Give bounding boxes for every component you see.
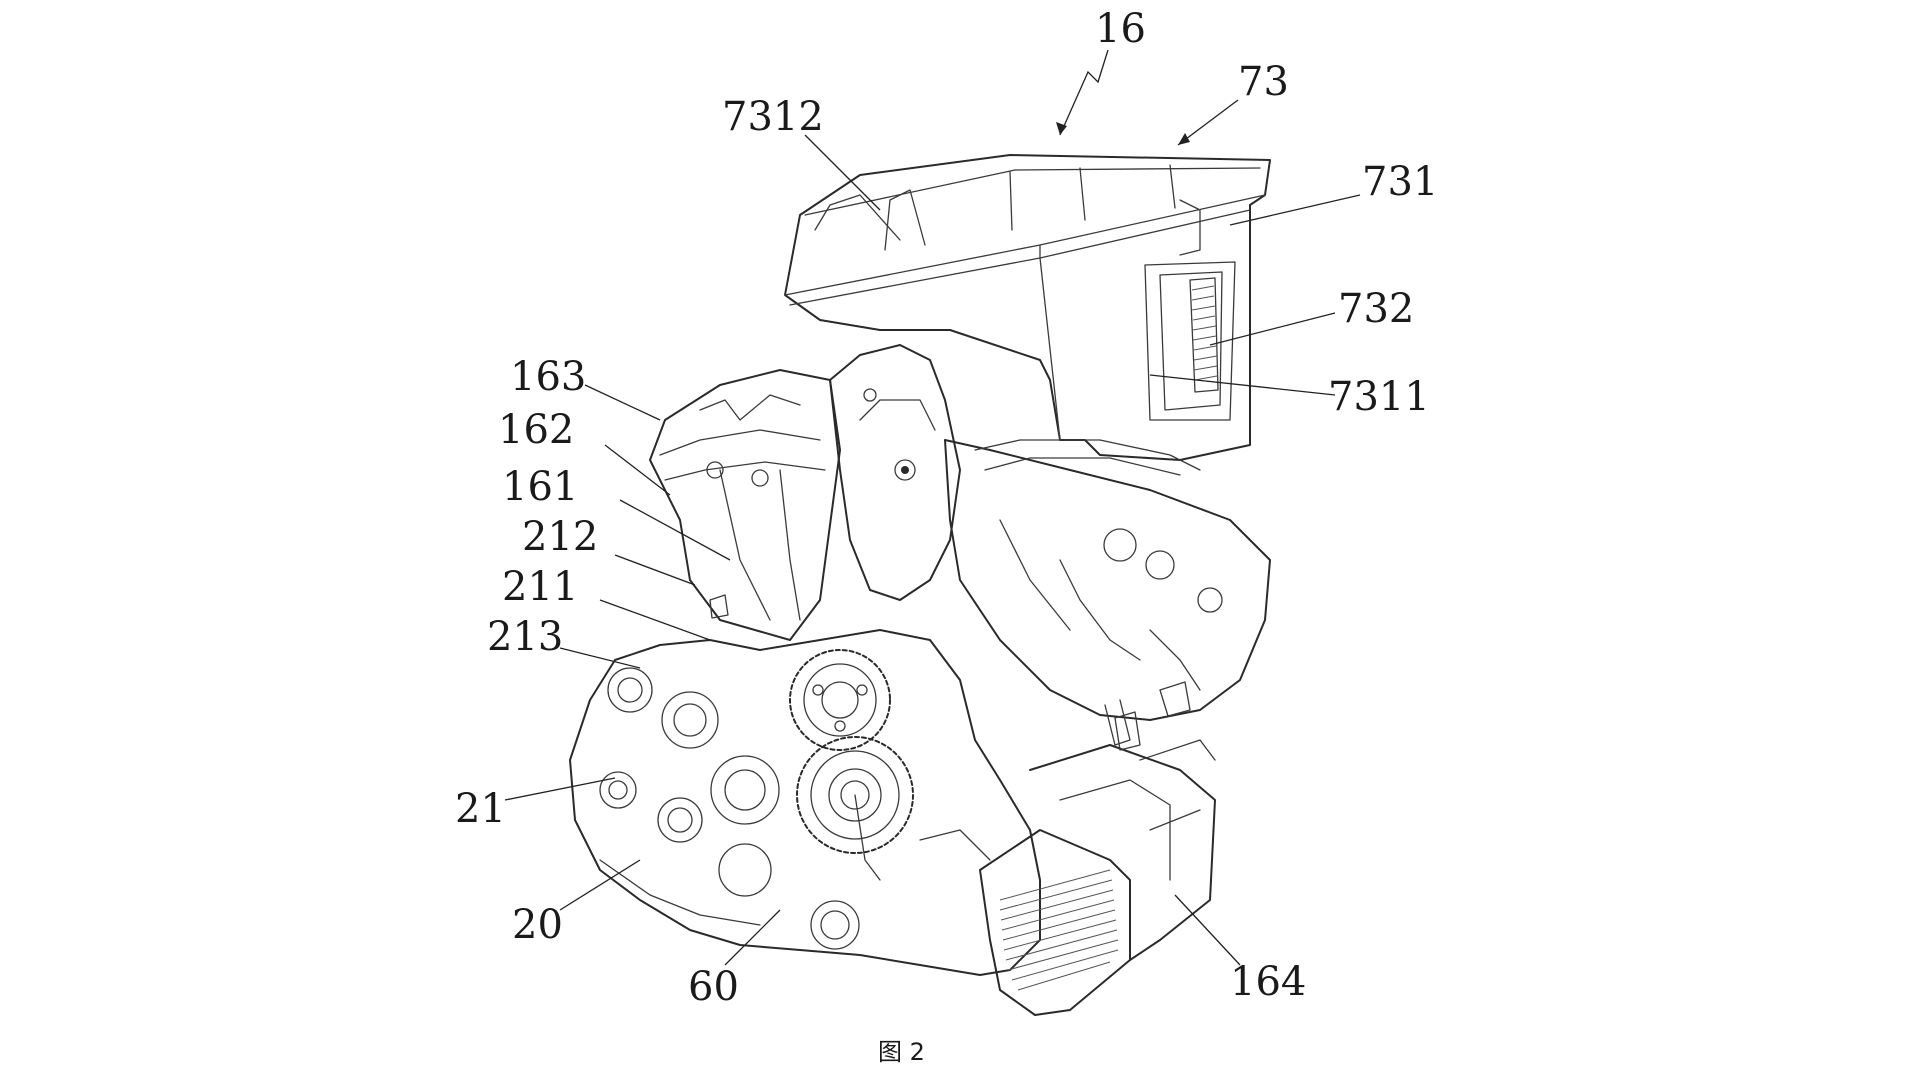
label-211: 211 — [502, 564, 578, 610]
cam-chain-cover — [829, 344, 961, 601]
label-21: 21 — [455, 786, 506, 832]
label-163: 163 — [510, 354, 586, 400]
leader-213 — [559, 647, 641, 669]
rear-cylinder-head — [649, 369, 841, 641]
front-cylinder-head — [944, 439, 1271, 746]
fittings — [709, 594, 1216, 761]
reference-labels: 16 73 7312 731 732 7311 163 162 161 212 … — [455, 6, 1438, 1010]
leader-73 — [1177, 99, 1239, 146]
crankcase — [569, 629, 1041, 976]
leader-211 — [599, 599, 711, 641]
label-731: 731 — [1362, 159, 1438, 205]
leader-164 — [1174, 894, 1241, 966]
airbox-housing — [784, 154, 1271, 461]
label-164: 164 — [1230, 959, 1306, 1005]
label-213: 213 — [487, 614, 563, 660]
label-60: 60 — [688, 964, 739, 1010]
filter-element — [1189, 277, 1219, 393]
arrow-16 — [1056, 122, 1067, 135]
leader-20 — [559, 859, 641, 911]
figure-caption: 图 2 — [878, 1038, 925, 1066]
leader-212 — [614, 554, 696, 586]
leader-7312 — [804, 134, 881, 211]
label-732: 732 — [1338, 286, 1414, 332]
label-20: 20 — [512, 902, 563, 948]
label-212: 212 — [522, 514, 598, 560]
leader-7311 — [1149, 374, 1336, 396]
leader-163 — [584, 384, 661, 421]
idle-gear — [789, 649, 891, 751]
leader-60 — [724, 909, 781, 966]
label-16: 16 — [1095, 6, 1146, 52]
label-73: 73 — [1238, 59, 1289, 105]
oil-cooler — [979, 744, 1216, 1016]
crank-gear — [796, 736, 914, 881]
leader-21 — [504, 777, 616, 801]
label-162: 162 — [498, 407, 574, 453]
label-7311: 7311 — [1328, 374, 1430, 420]
leader-162 — [604, 444, 671, 496]
label-7312: 7312 — [722, 94, 824, 140]
leader-lines — [504, 49, 1361, 966]
arrow-73 — [1178, 133, 1190, 145]
leader-732 — [1209, 312, 1336, 346]
leader-161 — [619, 499, 731, 561]
leader-16 — [1059, 49, 1109, 136]
label-161: 161 — [502, 464, 578, 510]
leader-731 — [1229, 194, 1361, 226]
engine-drawing — [569, 154, 1271, 1016]
